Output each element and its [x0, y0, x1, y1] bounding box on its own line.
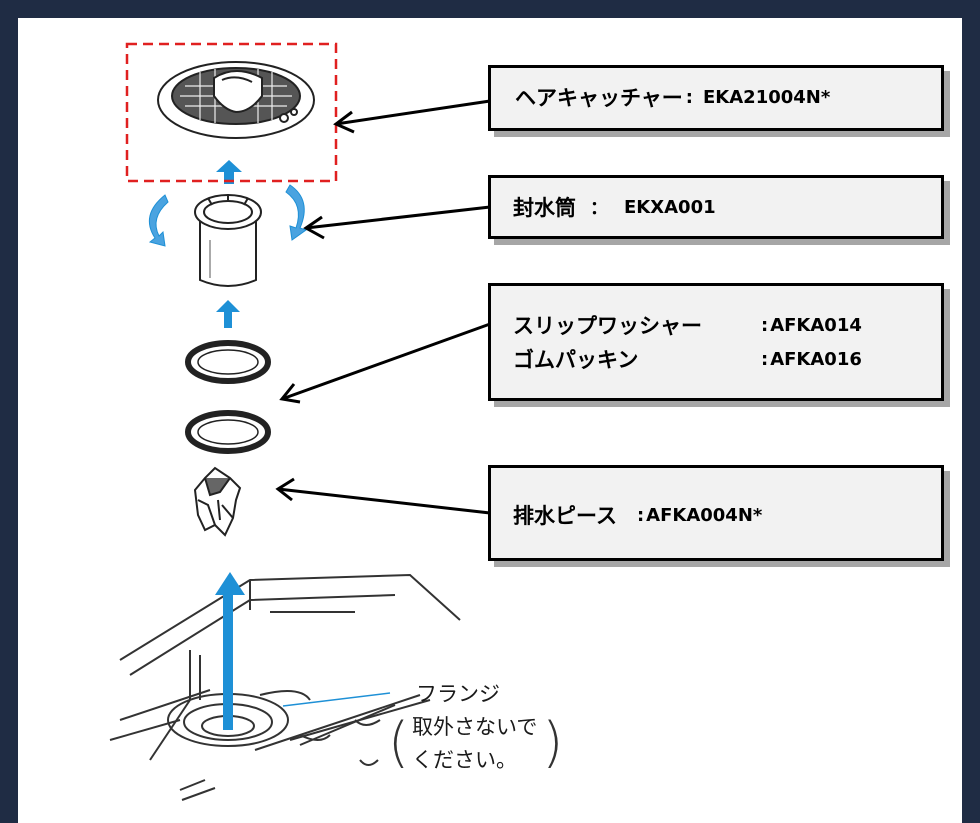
flange-note-line1: 取外さないで	[412, 715, 538, 739]
flange-note-line2: ください。	[412, 748, 517, 772]
part-code: AFKA004N*	[646, 504, 763, 526]
part-separator: ：	[590, 198, 608, 219]
open-paren-glyph: (	[388, 711, 410, 774]
part-row: スリップワッシャー : AFKA014	[513, 310, 941, 340]
rotate-arrow-right	[285, 184, 308, 241]
part-code: AFKA016	[770, 348, 862, 370]
part-row: ヘアキャッチャー : EKA21004N*	[515, 82, 941, 112]
part-code: EKA21004N*	[703, 86, 831, 108]
callout-seal-tube: 封水筒 ： EKXA001	[488, 175, 944, 239]
rubber-gasket-drawing	[185, 410, 271, 454]
part-name: 封水筒	[513, 196, 576, 220]
part-code: AFKA014	[770, 314, 862, 336]
seal-tube-drawing	[194, 194, 262, 287]
hair-catcher-highlight	[125, 42, 338, 183]
flange-note-body: ( 取外さないで ください。 )	[388, 711, 563, 777]
close-paren-glyph: )	[542, 711, 564, 774]
callout-drain-piece: 排水ピース : AFKA004N*	[488, 465, 944, 561]
flow-arrow-top	[216, 160, 242, 184]
callout-washer-gasket: スリップワッシャー : AFKA014 ゴムパッキン : AFKA016	[488, 283, 944, 401]
part-row: 封水筒 ： EKXA001	[513, 192, 941, 222]
part-name: 排水ピース	[513, 504, 617, 528]
part-name: スリップワッシャー	[513, 314, 702, 338]
part-name: ヘアキャッチャー	[515, 86, 683, 110]
leader-arrows	[275, 99, 491, 515]
flow-arrow-bottom	[215, 572, 245, 730]
part-row: 排水ピース : AFKA004N*	[513, 500, 941, 530]
flange-label: フランジ	[416, 682, 500, 706]
part-code: EKXA001	[624, 196, 716, 218]
drain-piece-drawing	[193, 466, 242, 537]
part-separator: :	[636, 504, 645, 526]
slip-washer-drawing	[185, 340, 271, 384]
part-separator: :	[685, 86, 693, 108]
part-separator: :	[761, 348, 769, 370]
part-row: ゴムパッキン : AFKA016	[513, 344, 941, 374]
hair-catcher-drawing	[157, 61, 315, 139]
part-separator: :	[761, 314, 769, 336]
callout-hair-catcher: ヘアキャッチャー : EKA21004N*	[488, 65, 944, 131]
flange-note: フランジ ( 取外さないで ください。 )	[388, 678, 563, 777]
rotate-arrow-left	[148, 194, 169, 247]
part-name: ゴムパッキン	[513, 348, 639, 372]
sink-flange-drawing	[109, 573, 461, 801]
flow-arrow-small	[216, 300, 240, 328]
